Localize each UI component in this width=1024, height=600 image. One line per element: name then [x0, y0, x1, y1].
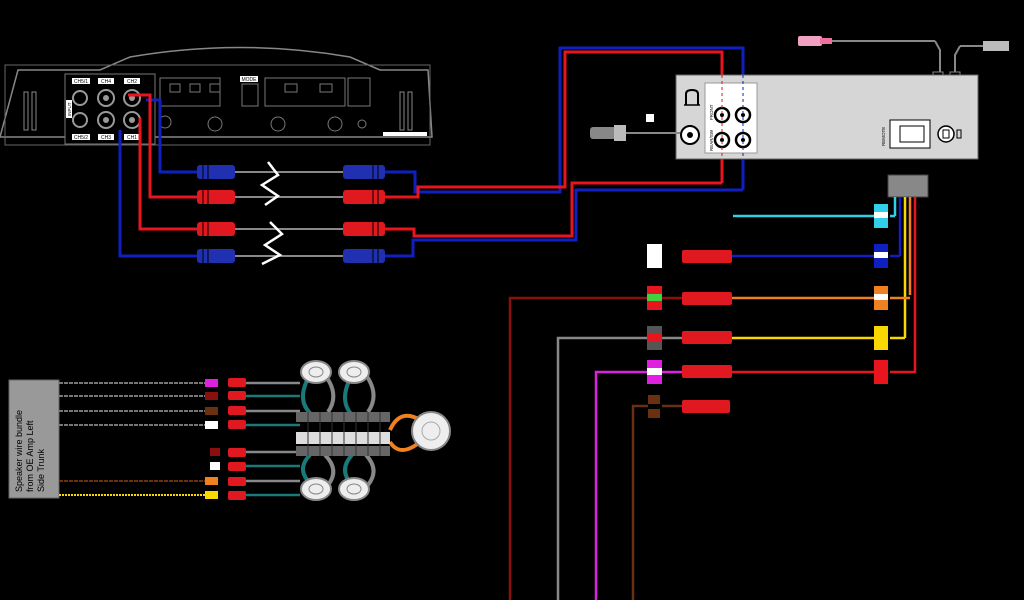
amplifier: CH5/1 CH4 CH2 CH5/2 CH3 CH1 INPUT: [0, 46, 433, 146]
head-unit: FRONT REAR/SW REMOTE: [590, 36, 1009, 190]
rca-wires: [118, 46, 745, 258]
head-unit-rear-label: REAR/SW: [709, 129, 714, 151]
amp-channel-label: CH3: [101, 135, 111, 141]
amp-input-label: INPUT: [67, 102, 72, 116]
harness: [508, 174, 929, 600]
amp-controls: [158, 77, 371, 132]
speakers: [300, 360, 451, 501]
head-unit-port-label: REMOTE: [881, 127, 886, 146]
bundle-label-line-1: Speaker wire bundle: [14, 410, 24, 492]
amp-mode-label: MODE: [242, 77, 258, 83]
amp-channel-label: CH4: [101, 79, 111, 85]
amp-channel-label: CH1: [127, 135, 137, 141]
speaker-bundle: Speaker wire bundle from OE Amp Left Sid…: [8, 360, 451, 501]
break-marks: [259, 161, 284, 266]
amp-channel-label: CH2: [127, 79, 137, 85]
head-unit-front-label: FRONT: [709, 104, 714, 120]
amp-rca-jacks: [72, 89, 141, 129]
amp-channel-label: CH5/1: [74, 79, 88, 85]
rca-plugs: [197, 165, 385, 263]
bundle-label-line-2: from OE Amp Left: [25, 420, 35, 492]
amp-channel-label: CH5/2: [74, 135, 88, 141]
bundle-label-line-3: Side Trunk: [36, 448, 46, 492]
terminal-block: [296, 412, 390, 456]
